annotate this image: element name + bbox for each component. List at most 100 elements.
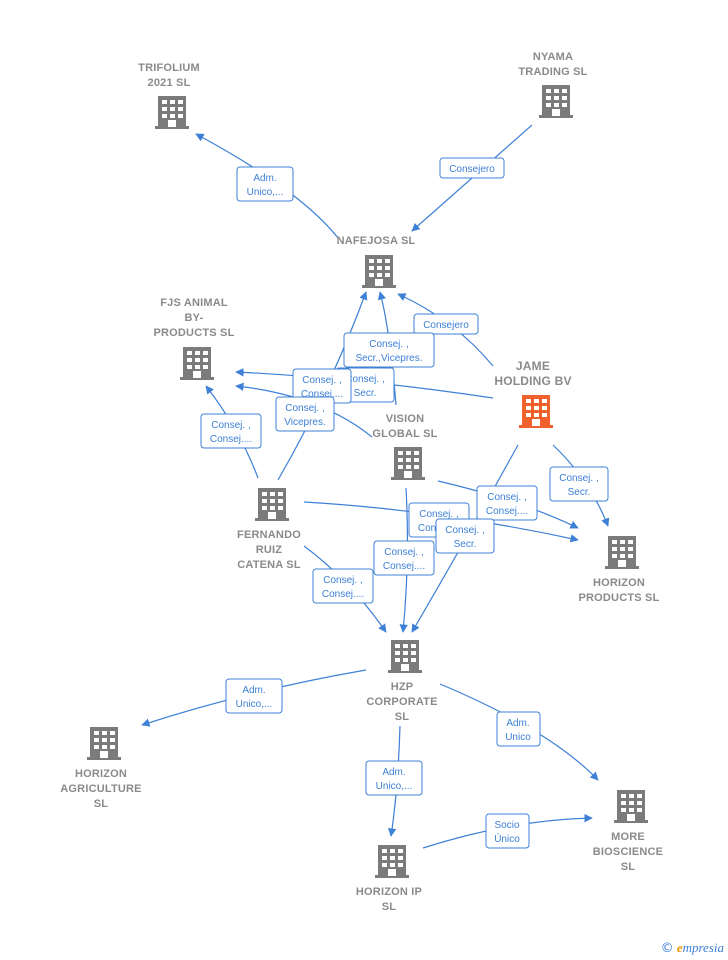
relation-box [435, 518, 495, 554]
relation-box [496, 711, 541, 747]
svg-text:Consej. ,Secr.,Vicepres.: Consej. ,Secr.,Vicepres. [355, 339, 422, 364]
company-name-line: GLOBAL SL [372, 428, 437, 440]
company-name-line: SL [621, 861, 636, 873]
relation-label[interactable]: Consej. ,Consej.... [476, 485, 538, 521]
relation-box [373, 540, 435, 576]
relation-box [225, 678, 283, 714]
edge-nyama-nafejosa [411, 124, 533, 232]
svg-text:Consej. ,Consej....: Consej. ,Consej.... [322, 575, 364, 600]
relation-text: Consej. , [384, 547, 423, 558]
relation-text: Consej.... [301, 389, 343, 400]
relation-label[interactable]: Consej. ,Secr.,Vicepres. [343, 332, 435, 368]
company-node-trifolium[interactable]: TRIFOLIUM 2021 SL [138, 62, 200, 129]
company-name-line: HORIZON [593, 577, 645, 589]
svg-text:Adm.Unico,...: Adm.Unico,... [236, 685, 273, 710]
building-icon [391, 447, 425, 480]
relation-text: Adm. [382, 767, 405, 778]
company-name-line: BY- [185, 312, 204, 324]
relation-text: Consej. , [419, 509, 458, 520]
relation-label[interactable]: Consej. ,Vicepres. [275, 396, 335, 432]
relation-label[interactable]: Consej. ,Consej.... [373, 540, 435, 576]
svg-text:Consejero: Consejero [449, 164, 495, 175]
relation-text: Unico,... [376, 781, 413, 792]
relation-label[interactable]: Consej. ,Consej.... [200, 413, 262, 449]
relation-text: Adm. [242, 685, 265, 696]
relation-box [476, 485, 538, 521]
relation-text: Adm. [506, 718, 529, 729]
company-node-nyama[interactable]: NYAMA TRADING SL [518, 51, 587, 118]
company-node-nafejosa[interactable]: NAFEJOSA SL [337, 235, 416, 288]
relation-box [439, 157, 505, 179]
company-name-line: CORPORATE [366, 696, 437, 708]
relation-label[interactable]: Consejero [439, 157, 505, 179]
relation-text: Unico [505, 732, 531, 743]
relation-text: Consej. , [487, 492, 526, 503]
relation-text: Vicepres. [284, 417, 326, 428]
building-icon [375, 845, 409, 878]
company-name-line: BIOSCIENCE [593, 846, 663, 858]
relation-box [343, 332, 435, 368]
svg-text:Adm.Unico,...: Adm.Unico,... [247, 173, 284, 198]
company-node-horizon-ip[interactable]: HORIZON IP SL [356, 845, 422, 913]
company-name-line: MORE [611, 831, 645, 843]
relation-labels: Adm. Unico,... Consejero Consejero Consej… [200, 157, 609, 849]
company-name-line: SL [382, 901, 397, 913]
relation-label[interactable]: Consej. ,Secr. [435, 518, 495, 554]
company-name-line: HOLDING BV [494, 374, 571, 388]
company-name-line: FERNANDO [237, 529, 301, 541]
copyright-icon: © [660, 941, 674, 956]
relation-text: Consej. , [559, 473, 598, 484]
company-name-line: HZP [391, 681, 414, 693]
relation-label[interactable]: Adm. Unico,... [365, 760, 423, 796]
building-icon [388, 640, 422, 673]
svg-text:Consej. ,Secr.: Consej. ,Secr. [559, 473, 598, 498]
relation-label[interactable]: Adm.Unico,... [225, 678, 283, 714]
relation-label[interactable]: Adm. Unico [496, 711, 541, 747]
relation-label[interactable]: Adm.Unico,... [236, 166, 294, 202]
brand-name: mpresia [682, 940, 724, 955]
company-name-line: 2021 SL [148, 77, 191, 89]
relation-text: Consejero [423, 320, 469, 331]
building-icon [614, 790, 648, 823]
company-name-line: PRODUCTS SL [153, 327, 234, 339]
relation-box [200, 413, 262, 449]
relation-label[interactable]: Consej. ,Secr. [549, 466, 609, 502]
company-node-hzp[interactable]: HZP CORPORATE SL [366, 640, 437, 723]
building-icon [539, 85, 573, 118]
company-node-more[interactable]: MORE BIOSCIENCE SL [593, 790, 663, 873]
company-name-line: HORIZON IP [356, 886, 422, 898]
company-name-line: TRADING SL [518, 66, 587, 78]
company-name-line: CATENA SL [237, 559, 301, 571]
relation-text: Consejero [449, 164, 495, 175]
relation-text: Consej. , [323, 575, 362, 586]
company-name-line: NYAMA [533, 51, 573, 63]
company-name-line: SL [395, 711, 410, 723]
relation-box [312, 568, 374, 604]
relation-label[interactable]: Consejero [413, 313, 479, 335]
relation-box [413, 313, 479, 335]
building-icon [362, 255, 396, 288]
relation-text: Unico,... [247, 187, 284, 198]
svg-text:Consej. ,Secr.: Consej. ,Secr. [345, 374, 384, 399]
svg-text:Consej. ,Consej....: Consej. ,Consej.... [486, 492, 528, 517]
relation-label[interactable]: Consej. ,Consej.... [312, 568, 374, 604]
company-name-line: TRIFOLIUM [138, 62, 200, 74]
relation-text: Socio [494, 820, 519, 831]
building-icon [155, 96, 189, 129]
relation-label[interactable]: Consej. ,Consej.... [292, 368, 352, 404]
company-name-line: NAFEJOSA SL [337, 235, 416, 247]
